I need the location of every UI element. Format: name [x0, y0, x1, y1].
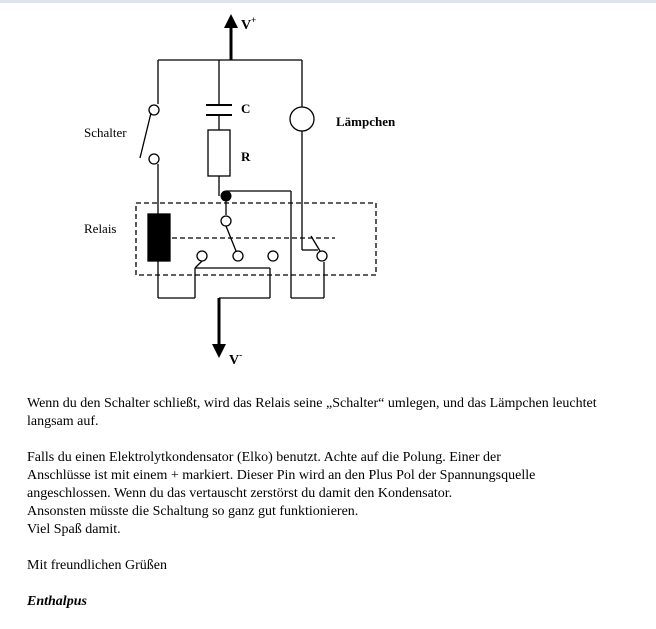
paragraph-intro: Wenn du den Schalter schließt, wird das … — [27, 396, 597, 429]
top-border — [0, 0, 656, 3]
relay-lever-2 — [310, 235, 321, 252]
explanation-text: Wenn du den Schalter schließt, wird das … — [27, 395, 637, 629]
resistor-label: R — [241, 149, 251, 164]
relay-label: Relais — [84, 221, 117, 236]
switch-contact-top — [148, 104, 160, 116]
switch-lever — [139, 112, 152, 159]
relay-contact-4 — [267, 250, 279, 262]
switch-contact-bottom — [148, 153, 160, 165]
details-line: Viel Spaß damit. — [27, 522, 121, 537]
details-line: angeschlossen. Wenn du das vertauscht ze… — [27, 486, 453, 501]
signature: Enthalpus — [27, 594, 87, 609]
circuit-diagram: V+ V- Schalter C R Lämpchen Relais — [84, 14, 396, 368]
v-plus-label: V+ — [241, 15, 256, 33]
greeting: Mit freundlichen Grüßen — [27, 558, 167, 573]
relay-contact-2 — [196, 250, 208, 262]
v-minus-label: V- — [229, 350, 242, 368]
v-minus-arrowhead — [212, 344, 226, 358]
relay-contact-5 — [316, 250, 328, 262]
switch-label: Schalter — [84, 125, 127, 140]
relay-lever-1 — [225, 225, 237, 252]
details-line: Ansonsten müsste die Schaltung so ganz g… — [27, 504, 359, 519]
v-plus-arrowhead — [224, 14, 238, 28]
junction-node — [220, 190, 232, 202]
resistor — [207, 129, 231, 177]
relay-contact-1 — [220, 215, 232, 227]
capacitor-label: C — [241, 101, 250, 116]
relay-coil — [147, 213, 171, 262]
paragraph-details: Falls du einen Elektrolytkondensator (El… — [27, 449, 637, 539]
details-line: Falls du einen Elektrolytkondensator (El… — [27, 450, 501, 465]
details-line: Anschlüsse ist mit einem + markiert. Die… — [27, 468, 536, 483]
relay-housing — [135, 202, 377, 276]
relay-contact-3 — [232, 250, 244, 262]
lamp-label: Lämpchen — [336, 114, 396, 129]
lamp — [289, 106, 315, 132]
